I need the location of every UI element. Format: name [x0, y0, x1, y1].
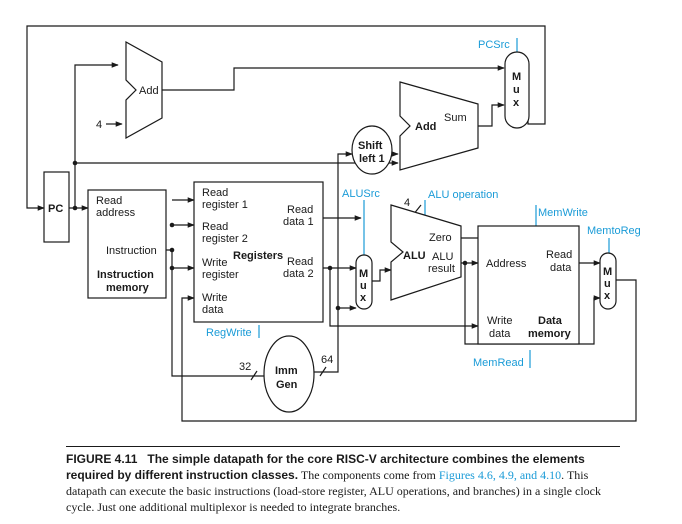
alusrc-mux: M u x: [355, 254, 373, 310]
svg-text:4: 4: [404, 197, 410, 209]
svg-text:memory: memory: [528, 328, 572, 340]
svg-text:Write: Write: [487, 315, 512, 327]
svg-text:Sum: Sum: [444, 112, 467, 124]
svg-text:register 2: register 2: [202, 233, 248, 245]
svg-text:x: x: [604, 290, 611, 302]
svg-text:Instruction: Instruction: [97, 269, 154, 281]
svg-text:data: data: [550, 262, 572, 274]
figure-label: FIGURE 4.11: [66, 452, 138, 466]
datapath-wires: [26, 25, 637, 422]
shift-left-unit: Shift left 1: [351, 125, 393, 175]
wire-junctions: [72, 160, 468, 311]
svg-text:result: result: [428, 263, 455, 275]
svg-text:64: 64: [321, 354, 333, 366]
bus-width-marks: 32 64 4: [239, 197, 410, 381]
svg-text:M: M: [512, 71, 521, 83]
svg-text:ALU: ALU: [403, 250, 426, 262]
figure-cross-reference-link[interactable]: Figures 4.6, 4.9, and 4.10: [438, 468, 562, 482]
svg-text:Read: Read: [546, 249, 572, 261]
svg-text:x: x: [513, 97, 520, 109]
instruction-memory: Read address Instruction Instruction mem…: [87, 189, 167, 299]
pc-label: PC: [48, 203, 63, 215]
svg-text:u: u: [604, 278, 611, 290]
svg-text:register: register: [202, 269, 239, 281]
svg-text:Zero: Zero: [429, 232, 452, 244]
caption-rule: [66, 446, 620, 447]
svg-text:Imm: Imm: [275, 365, 298, 377]
svg-text:M: M: [603, 266, 612, 278]
caption-text-before: The components come from: [300, 468, 439, 482]
alu-operation-label: ALU operation: [428, 189, 498, 201]
svg-text:Shift: Shift: [358, 140, 383, 152]
svg-text:Gen: Gen: [276, 379, 298, 391]
svg-text:data: data: [202, 304, 224, 316]
svg-text:data 2: data 2: [283, 268, 314, 280]
svg-text:ALU: ALU: [432, 251, 453, 263]
pcsrc-label: PCSrc: [478, 39, 510, 51]
risc-v-datapath-diagram: PC Read address Instruction Instruction …: [26, 25, 641, 422]
svg-text:data: data: [489, 328, 511, 340]
svg-text:x: x: [360, 292, 367, 304]
svg-text:Add: Add: [139, 85, 159, 97]
svg-text:Read: Read: [287, 256, 313, 268]
svg-text:data 1: data 1: [283, 216, 314, 228]
svg-text:register 1: register 1: [202, 199, 248, 211]
regwrite-label: RegWrite: [206, 327, 252, 339]
svg-text:address: address: [96, 207, 136, 219]
svg-text:Write: Write: [202, 257, 227, 269]
svg-text:u: u: [513, 84, 520, 96]
alusrc-label: ALUSrc: [342, 188, 380, 200]
memtoreg-label: MemtoReg: [587, 225, 641, 237]
memtoreg-mux: M u x: [599, 252, 617, 310]
svg-text:Write: Write: [202, 292, 227, 304]
svg-text:memory: memory: [106, 282, 150, 294]
svg-text:Read: Read: [287, 204, 313, 216]
memwrite-label: MemWrite: [538, 207, 588, 219]
svg-text:M: M: [359, 268, 368, 280]
svg-text:32: 32: [239, 361, 251, 373]
svg-text:Read: Read: [202, 221, 228, 233]
svg-text:Read: Read: [202, 187, 228, 199]
imm-gen: Imm Gen: [263, 335, 315, 413]
memread-label: MemRead: [473, 357, 524, 369]
svg-text:Instruction: Instruction: [106, 245, 157, 257]
figure-title: The simple datapath for the core RISC-V …: [66, 452, 585, 482]
control-signal-labels: PCSrc ALUSrc ALU operation MemWrite Memt…: [206, 39, 641, 369]
branch-adder: Add Sum: [399, 81, 479, 171]
register-file: Read register 1 Read register 2 Write re…: [193, 181, 324, 323]
pc-adder: Add: [125, 40, 163, 140]
svg-text:Data: Data: [538, 315, 563, 327]
caption-text-after: . This datapath can execute the basic in…: [66, 468, 601, 514]
svg-text:Registers: Registers: [233, 250, 283, 262]
pc-register: PC: [43, 171, 70, 243]
alu: ALU Zero ALU result: [390, 204, 462, 301]
svg-text:Add: Add: [415, 121, 436, 133]
svg-text:Read: Read: [96, 195, 122, 207]
svg-text:u: u: [360, 280, 367, 292]
svg-text:left 1: left 1: [359, 153, 385, 165]
data-memory: Address Read data Write data Data memory: [477, 225, 580, 345]
constant-four: 4: [96, 119, 102, 131]
svg-text:Address: Address: [486, 258, 527, 270]
pcsrc-mux: M u x: [504, 51, 530, 129]
